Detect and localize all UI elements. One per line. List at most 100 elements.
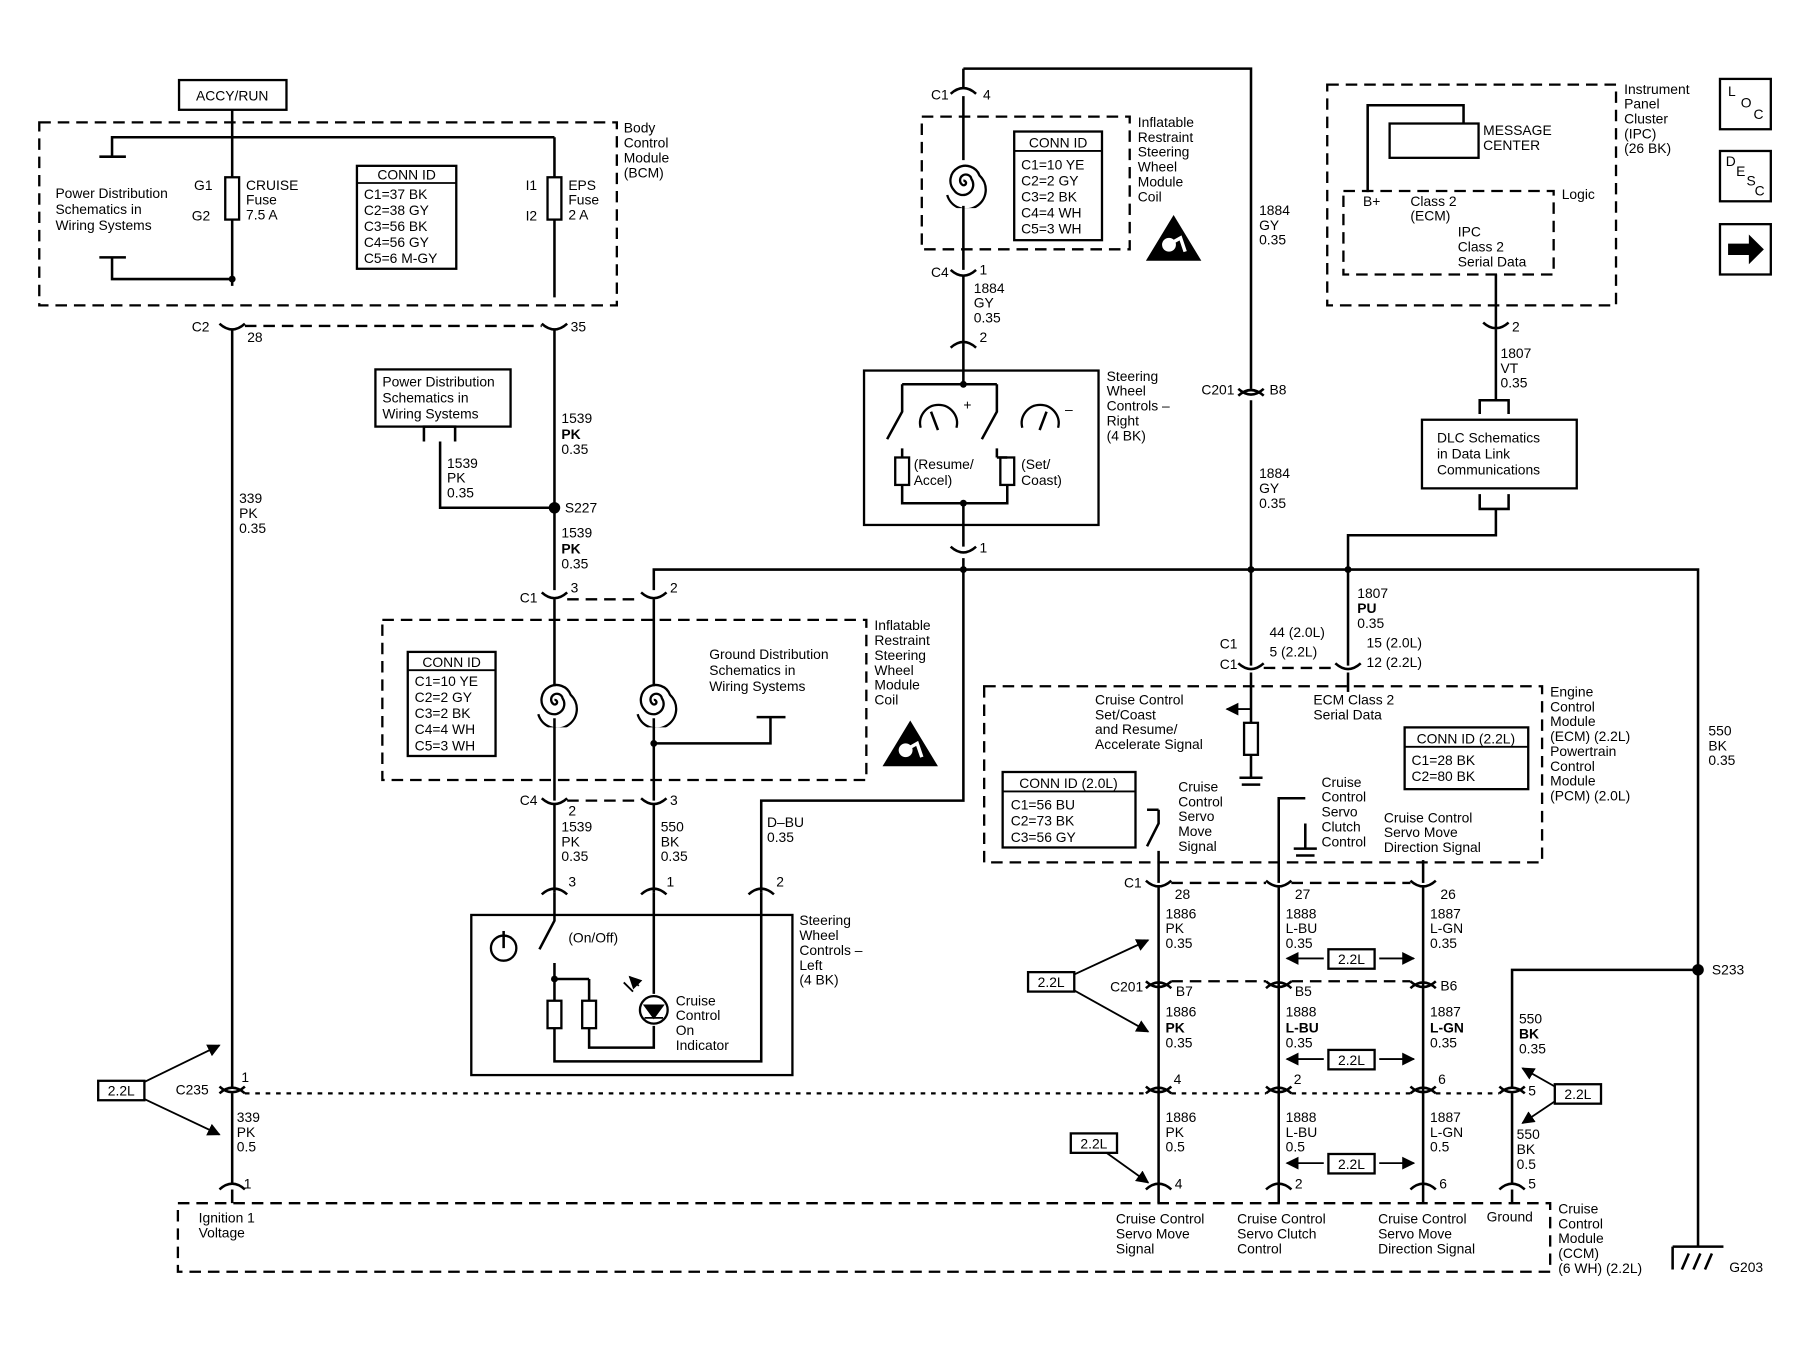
c235-pin4-connector bbox=[1145, 1085, 1173, 1095]
ccm-pin6-connector bbox=[1409, 1182, 1437, 1191]
ecm-c1-right-connector bbox=[1334, 662, 1362, 671]
irc-left-c1-pin2-connector bbox=[640, 591, 668, 600]
g203-ground-icon bbox=[1671, 1245, 1724, 1270]
accy-run-label: ACCY/RUN bbox=[196, 89, 268, 104]
ecm-servo-move-label: Cruise Control Servo Move Signal bbox=[1178, 779, 1227, 853]
c2-pin-35: 35 bbox=[571, 320, 587, 335]
wire-1807-label-a: 1807 VT 0.35 bbox=[1501, 346, 1536, 391]
ecm-c1-pin26-connector bbox=[1409, 879, 1437, 888]
w1888-label-c: 1888 L-BU 0.5 bbox=[1286, 1110, 1321, 1155]
wire-1884-label-b: 1884 GY 0.35 bbox=[1259, 203, 1294, 248]
w1888-label-b: 1888 L-BU 0.35 bbox=[1286, 1005, 1323, 1051]
ccm-module-boundary bbox=[176, 1202, 1552, 1273]
svg-text:1: 1 bbox=[244, 1176, 252, 1191]
tag-22l-c201-lower bbox=[1327, 1048, 1376, 1071]
w550-label-d: 550 BK 0.5 bbox=[1517, 1127, 1544, 1172]
svg-text:4: 4 bbox=[1175, 1176, 1183, 1191]
message-center-display bbox=[1388, 122, 1480, 159]
c235-label: C235 bbox=[176, 1083, 209, 1098]
svg-text:L: L bbox=[1728, 84, 1736, 99]
w1887-label-a: 1887 L-GN 0.35 bbox=[1430, 906, 1467, 951]
set-coast-label: (Set/ Coast) bbox=[1021, 457, 1062, 488]
svg-text:B7: B7 bbox=[1176, 984, 1193, 999]
ecm-conn-id-22l-list: C1=28 BK C2=80 BK bbox=[1412, 753, 1479, 784]
cruise-fuse-symbol bbox=[224, 176, 241, 221]
irc-top-conn-id-list: C1=10 YE C2=2 GY C3=2 BK C4=4 WH C5=3 WH bbox=[1021, 157, 1088, 236]
swc-left-pin-2: 2 bbox=[776, 874, 784, 889]
s227-label: S227 bbox=[565, 500, 597, 515]
desc-button[interactable] bbox=[1718, 149, 1772, 203]
irc-left-c4-label: C4 bbox=[520, 793, 538, 808]
irc-left-coil-b-icon bbox=[636, 683, 678, 728]
svg-text:O: O bbox=[1741, 96, 1752, 111]
svg-text:C: C bbox=[1755, 184, 1765, 199]
ground-distribution-stub bbox=[653, 715, 786, 745]
svg-text:2.2L: 2.2L bbox=[1564, 1087, 1591, 1102]
bcm-name: Body Control Module (BCM) bbox=[624, 121, 673, 181]
swc-left-pin-1: 1 bbox=[667, 874, 675, 889]
irc-left-module-boundary bbox=[381, 618, 868, 782]
wire-1539-label-c: 1539 PK 0.35 bbox=[561, 526, 596, 572]
swc-right-module-box bbox=[862, 369, 1100, 527]
ccm-servo-move-label: Cruise Control Servo Move Signal bbox=[1116, 1212, 1208, 1257]
cruise-fuse-label: CRUISE Fuse 7.5 A bbox=[246, 178, 302, 223]
irc-top-conn-id-table bbox=[1013, 130, 1104, 242]
svg-text:4: 4 bbox=[1174, 1072, 1182, 1087]
svg-text:1: 1 bbox=[241, 1070, 249, 1085]
cruise-fuse-splice bbox=[228, 275, 236, 283]
ccm-pin1-connector bbox=[218, 1182, 246, 1191]
bcm-power-bus bbox=[110, 135, 555, 157]
ecm-ground-icon bbox=[1239, 754, 1263, 786]
swc-right-pin1-connector bbox=[949, 545, 977, 554]
irc-left-conn-id-table bbox=[406, 650, 497, 758]
servo-clutch-output bbox=[1277, 797, 1317, 883]
w1886-label-c: 1886 PK 0.5 bbox=[1166, 1110, 1201, 1155]
c201-mid-label: C201 bbox=[1110, 980, 1143, 995]
servo-move-output bbox=[1145, 808, 1160, 883]
swc-left-pin-3: 3 bbox=[568, 874, 576, 889]
c2-label: C2 bbox=[192, 320, 210, 335]
swc-right-name: Steering Wheel Controls – Right (4 BK) bbox=[1107, 369, 1174, 443]
ecm-conn-id-22l-title: CONN ID (2.2L) bbox=[1417, 731, 1516, 746]
wire-d-bu bbox=[759, 558, 965, 893]
ipc-class2-ecm-label: Class 2 (ECM) bbox=[1410, 194, 1460, 224]
wire-1884-label-a: 1884 GY 0.35 bbox=[974, 281, 1009, 326]
ccm-pin4-connector bbox=[1145, 1182, 1173, 1191]
irc-top-coil-icon bbox=[946, 164, 987, 209]
ccm-name: Cruise Control Module (CCM) (6 WH) (2.2L… bbox=[1558, 1202, 1642, 1276]
svg-text:2.2L: 2.2L bbox=[1338, 1157, 1365, 1172]
c2-pin28-connector bbox=[218, 322, 246, 331]
ecm-conn-id-20l-list: C1=56 BU C2=73 BK C3=56 GY bbox=[1011, 798, 1079, 845]
irc-top-c4-pin: 1 bbox=[980, 263, 988, 278]
c201-b6-connector bbox=[1409, 980, 1437, 990]
ipc-pin2-connector bbox=[1482, 321, 1510, 330]
irc-top-name: Inflatable Restraint Steering Wheel Modu… bbox=[1138, 115, 1198, 204]
irc-left-coil-a-icon bbox=[537, 683, 578, 728]
ecm-pins-left: 44 (2.0L) 5 (2.2L) bbox=[1269, 625, 1328, 659]
ccm-servo-clutch-label: Cruise Control Servo Clutch Control bbox=[1237, 1212, 1329, 1257]
loc-button[interactable] bbox=[1718, 77, 1772, 131]
ipc-class2-serial-label: IPC Class 2 Serial Data bbox=[1458, 225, 1527, 270]
svg-text:S: S bbox=[1747, 173, 1756, 188]
irc-top-c1-label: C1 bbox=[931, 88, 949, 103]
i2-label: I2 bbox=[526, 209, 538, 224]
ecm-name: Engine Control Module (ECM) (2.2L) Power… bbox=[1550, 685, 1634, 804]
irc-left-c4-pin2: 2 bbox=[568, 804, 576, 819]
svg-text:B5: B5 bbox=[1295, 984, 1312, 999]
wire-1884-gy-top bbox=[963, 67, 1253, 389]
wire-1807-pu bbox=[1346, 508, 1498, 666]
swc-right-minus: – bbox=[1065, 402, 1073, 417]
led-light-rays-icon bbox=[624, 977, 639, 993]
swc-left-name: Steering Wheel Controls – Left (4 BK) bbox=[799, 913, 866, 987]
svg-text:E: E bbox=[1736, 164, 1745, 179]
irc-top-c4-label: C4 bbox=[931, 265, 949, 280]
ipc-logic-label: Logic bbox=[1562, 187, 1595, 202]
ecm-servo-clutch-label: Cruise Control Servo Clutch Control bbox=[1321, 775, 1370, 849]
c201-b8-connector bbox=[1237, 387, 1265, 396]
wire-d-bu-label: D–BU 0.35 bbox=[767, 815, 808, 845]
w1887-label-b: 1887 L-GN 0.35 bbox=[1430, 1005, 1468, 1051]
irc-left-c1-pin3: 3 bbox=[571, 580, 579, 595]
bcm-module-boundary bbox=[38, 121, 618, 307]
ipc-module-boundary bbox=[1326, 83, 1618, 307]
